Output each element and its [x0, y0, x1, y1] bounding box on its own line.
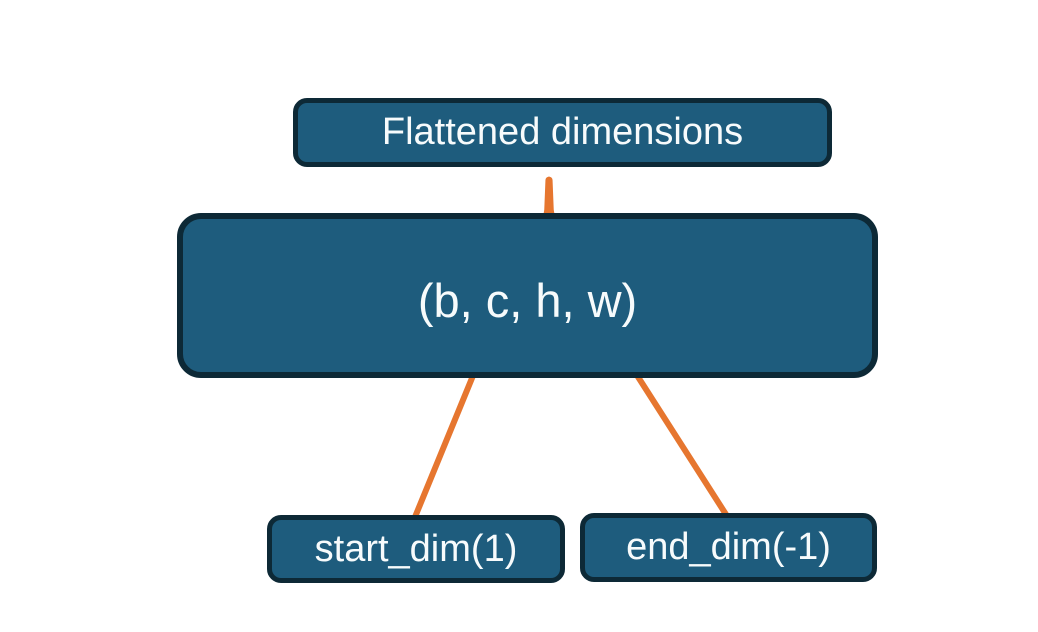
start-dim-node: start_dim(1) [267, 515, 565, 583]
tensor-shape-label: (b, c, h, w) [417, 274, 638, 327]
end-dim-label: end_dim(-1) [626, 526, 831, 568]
flattened-dimensions-label: Flattened dimensions [381, 111, 744, 153]
end-dim-node: end_dim(-1) [580, 513, 877, 582]
tensor-shape-node: (b, c, h, w) [177, 213, 878, 378]
flattened-dimensions-node: Flattened dimensions [293, 98, 832, 167]
start-dim-label: start_dim(1) [314, 527, 518, 570]
